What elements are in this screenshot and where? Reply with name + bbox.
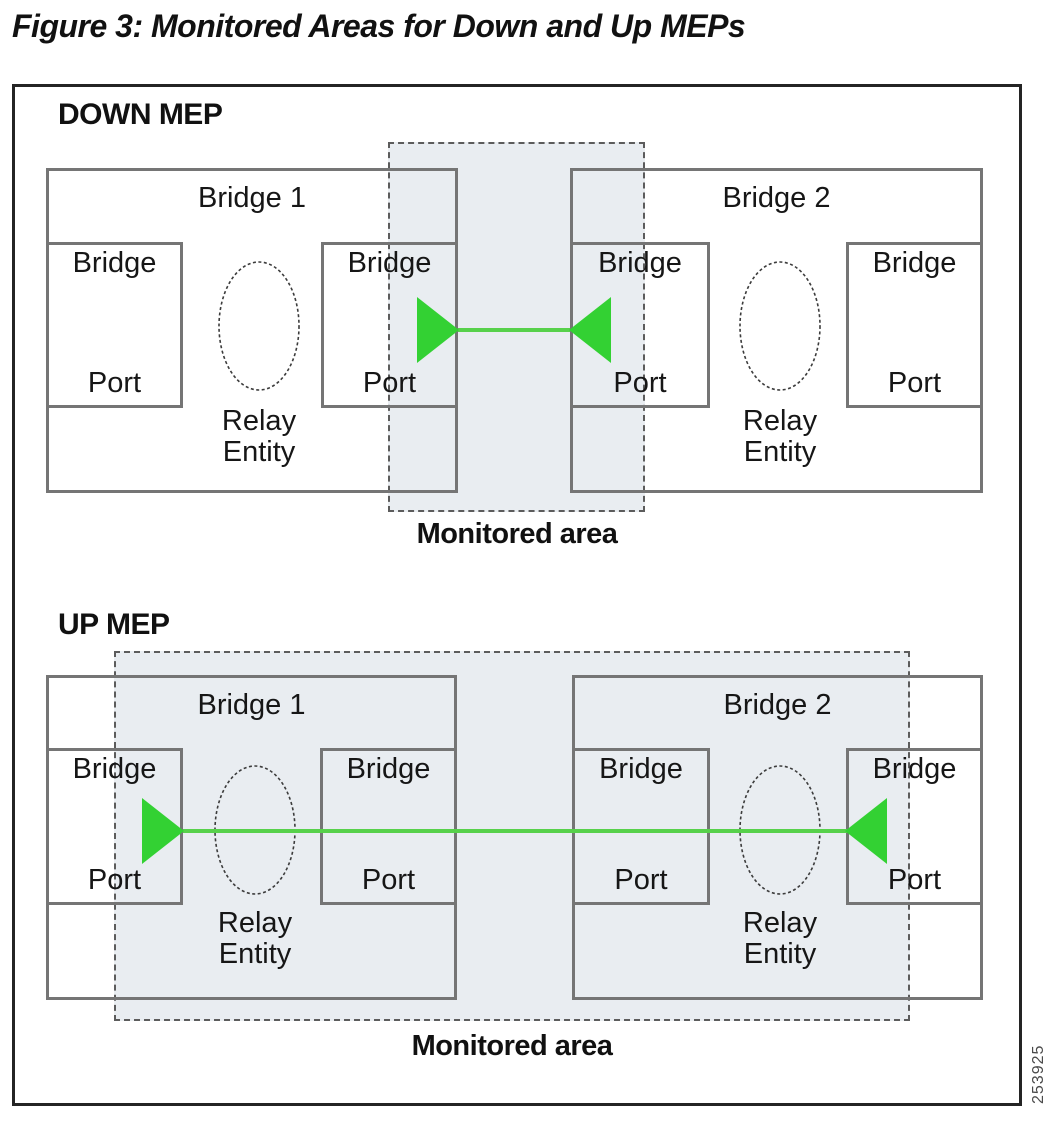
down-monitored-area-label: Monitored area [416,518,618,550]
relay-label-line1: Relay [217,907,293,939]
up-mep-link-line [183,829,847,833]
port-label-port: Port [362,367,417,399]
up-monitored-area [114,651,910,1021]
down-mep-left-triangle-icon [417,297,459,363]
up-mep-right-triangle-icon [845,798,887,864]
figure-number: 253925 [1030,1044,1047,1104]
relay-entity-label: Relay Entity [720,406,840,468]
down-bridge1-title: Bridge 1 [197,182,306,214]
relay-label-line2: Entity [222,436,296,468]
port-label-port: Port [887,864,942,896]
port-label-bridge: Bridge [598,247,682,279]
down-bridge2-left-port: Bridge Port [570,242,710,408]
figure-canvas: DOWN MEP Bridge 1 Bridge 2 Bridge Port B… [12,84,1022,1106]
relay-entity-label: Relay Entity [199,406,319,468]
up-bridge1-right-port: Bridge Port [320,748,457,905]
relay-label-line1: Relay [742,907,818,939]
port-label-bridge: Bridge [872,753,957,785]
down-mep-link-line [458,328,570,332]
relay-label-line1: Relay [221,405,297,437]
port-label-bridge: Bridge [72,753,157,785]
relay-label-line2: Entity [218,938,292,970]
port-label-bridge: Bridge [872,247,957,279]
up-bridge2-right-port: Bridge Port [846,748,983,905]
port-label-port: Port [887,367,942,399]
port-label-bridge: Bridge [72,247,157,279]
port-label-port: Port [87,367,142,399]
up-bridge2-title: Bridge 2 [723,689,832,721]
up-bridge2-left-port: Bridge Port [572,748,710,905]
relay-label-line2: Entity [743,938,817,970]
up-bridge1-left-port: Bridge Port [46,748,183,905]
relay-entity-ellipse [218,261,300,391]
down-mep-right-triangle-icon [569,297,611,363]
figure-title: Figure 3: Monitored Areas for Down and U… [12,8,746,44]
relay-entity-label: Relay Entity [720,908,840,970]
down-bridge2-title: Bridge 2 [722,182,831,214]
port-label-bridge: Bridge [599,753,683,785]
down-bridge1-right-port: Bridge Port [321,242,458,408]
up-monitored-area-label: Monitored area [411,1030,613,1062]
port-label-port: Port [614,864,668,896]
up-mep-section-label: UP MEP [58,608,170,641]
port-label-port: Port [361,864,416,896]
port-label-bridge: Bridge [346,753,431,785]
relay-entity-ellipse [739,261,821,391]
down-bridge1-left-port: Bridge Port [46,242,183,408]
down-bridge2-right-port: Bridge Port [846,242,983,408]
port-label-port: Port [87,864,142,896]
relay-label-line2: Entity [743,436,817,468]
up-bridge1-title: Bridge 1 [197,689,306,721]
relay-label-line1: Relay [742,405,818,437]
port-label-port: Port [613,367,667,399]
up-mep-left-triangle-icon [142,798,184,864]
relay-entity-label: Relay Entity [195,908,315,970]
port-label-bridge: Bridge [347,247,432,279]
down-mep-section-label: DOWN MEP [58,98,223,131]
